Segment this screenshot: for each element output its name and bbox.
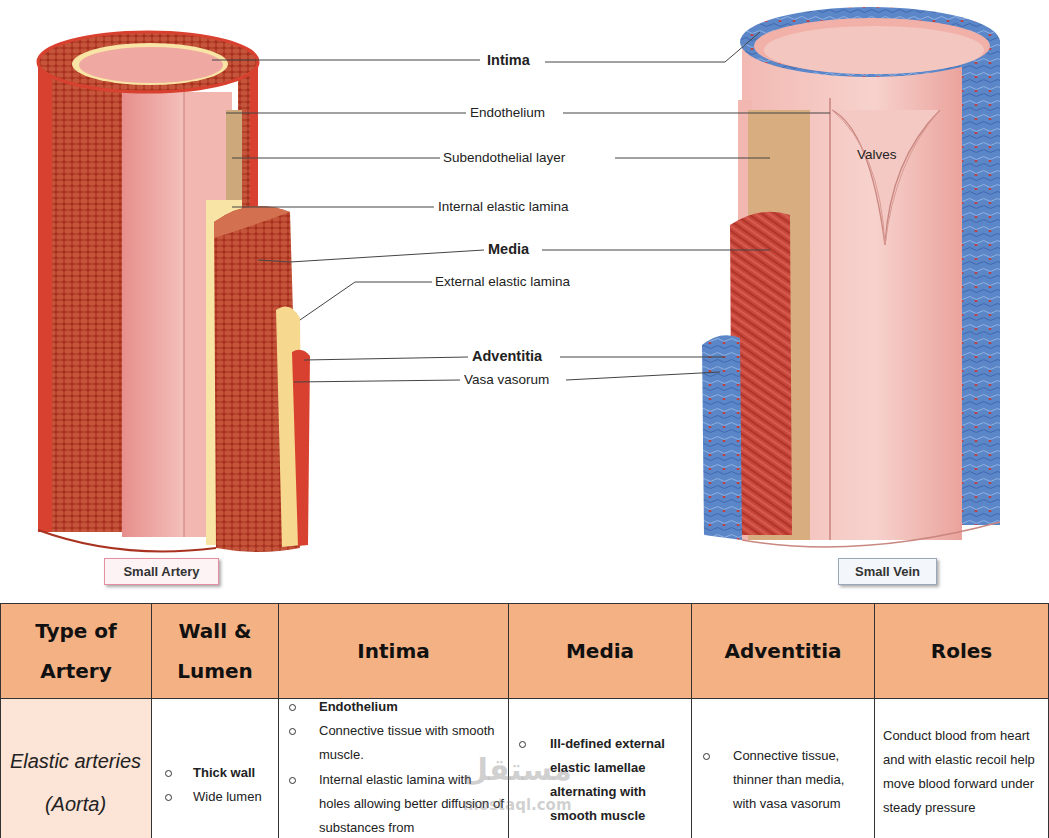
structure-label: Valves	[854, 147, 900, 163]
table-header: Media	[566, 631, 634, 671]
table-cell: Conduct blood from heart and with elasti…	[883, 724, 1043, 820]
layer-label: Internal elastic lamina	[435, 199, 572, 215]
table-cell: Wide lumen	[193, 785, 277, 809]
bullet-marker	[289, 728, 296, 735]
table-header-cell: Media	[509, 604, 691, 698]
layer-label: Vasa vasorum	[461, 372, 552, 388]
table-cell: (Aorta)	[0, 790, 151, 818]
table-header-cell: Roles	[875, 604, 1048, 698]
table-header: Type of Artery	[17, 611, 135, 691]
table-header-cell: Adventitia	[692, 604, 874, 698]
bullet-marker	[289, 777, 296, 784]
table-cell: Connective tissue, thinner than media, w…	[733, 744, 871, 816]
layer-label: Media	[485, 241, 532, 257]
watermark: مستقل	[462, 752, 572, 787]
table-cell: Thick wall	[193, 761, 277, 785]
bullet-marker	[519, 741, 526, 748]
layer-label: Endothelium	[467, 105, 548, 121]
table-header: Adventitia	[725, 631, 842, 671]
layer-label: Subendothelial layer	[440, 150, 568, 166]
watermark: mostaql.com	[463, 796, 572, 814]
layer-label: External elastic lamina	[432, 274, 573, 290]
bullet-marker	[289, 704, 296, 711]
table-header-cell: Type of Artery	[2, 604, 150, 698]
layer-label: Adventitia	[469, 348, 545, 364]
table-header-cell: Intima	[279, 604, 508, 698]
caption-box: Small Artery	[104, 558, 219, 585]
table-header: Wall & Lumen	[167, 611, 263, 691]
bullet-marker	[165, 794, 172, 801]
caption-text: Small Artery	[123, 564, 199, 579]
table-cell: Elastic arteries	[0, 747, 151, 775]
bullet-marker	[165, 770, 172, 777]
bullet-marker	[703, 753, 710, 760]
caption-text: Small Vein	[855, 564, 920, 579]
caption-box: Small Vein	[838, 558, 937, 585]
table-header: Roles	[931, 631, 992, 671]
layer-label: Intima	[484, 52, 533, 68]
table-header-cell: Wall & Lumen	[152, 604, 278, 698]
table-header: Intima	[357, 631, 429, 671]
table-cell: Endothelium	[319, 695, 505, 719]
